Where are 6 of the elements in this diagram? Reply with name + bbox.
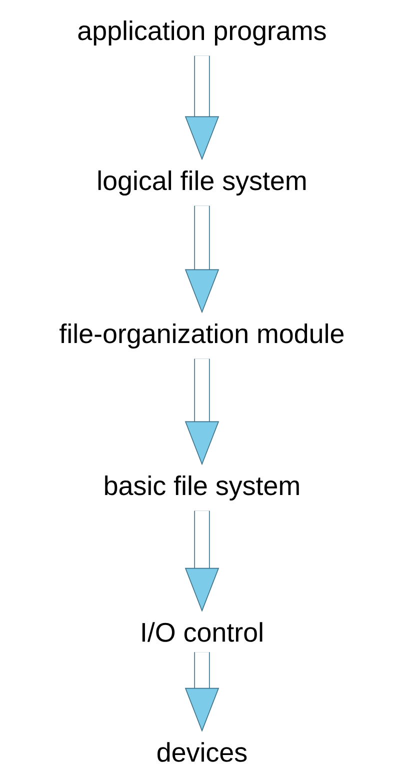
layer-label: devices bbox=[158, 742, 247, 762]
layer-label: application programs bbox=[78, 20, 326, 46]
layer-label: I/O control bbox=[142, 622, 262, 642]
layer-label: logical file system bbox=[98, 170, 306, 196]
layer-label: basic file system bbox=[105, 475, 299, 501]
layer-label: file-organization module bbox=[60, 323, 344, 349]
